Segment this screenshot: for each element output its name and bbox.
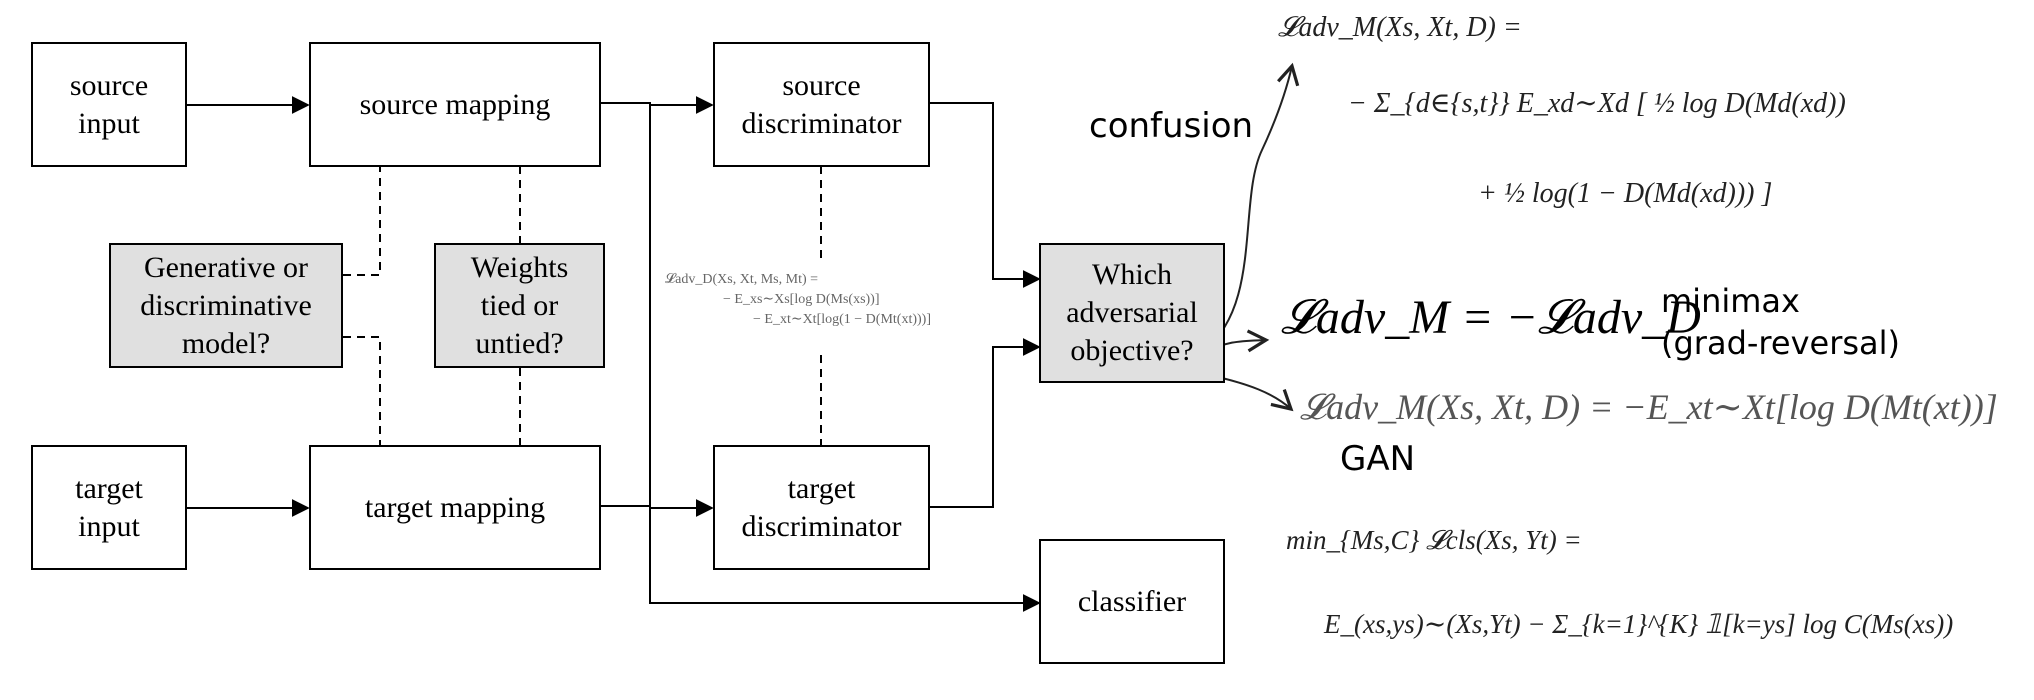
weights-question-label: Weights tied or untied? xyxy=(470,250,569,360)
minimax-loss-formula: 𝓛adv_M = −𝓛adv_D xyxy=(1281,291,1701,344)
gan-label: GAN xyxy=(1340,439,1416,479)
target-mapping-box: target mapping xyxy=(309,445,601,570)
source-input-box: source input xyxy=(31,42,187,167)
confusion-loss-line-2: − Σ_{d∈{s,t}} E_xd∼Xd [ ½ log D(Md(xd)) xyxy=(1348,88,1846,119)
which-objective-label: Which adversarial objective? xyxy=(1066,258,1198,367)
dash-generative-to-source-mapping xyxy=(343,166,381,276)
generative-question-label: Generative or discriminative model? xyxy=(140,250,312,360)
target-discriminator-box: target discriminator xyxy=(713,445,930,570)
arrow-source-mapping-to-classifier xyxy=(649,103,1041,612)
source-mapping-label: source mapping xyxy=(359,87,551,121)
confusion-loss-formula: 𝓛adv_M(Xs, Xt, D) = − Σ_{d∈{s,t}} E_xd∼X… xyxy=(1278,8,1846,214)
classifier-label: classifier xyxy=(1077,584,1187,618)
which-objective-box: Which adversarial objective? xyxy=(1039,243,1225,383)
handdrawn-arrow-to-gan xyxy=(1221,377,1294,412)
arrow-target-mapping-to-discriminator xyxy=(601,499,714,517)
disc-loss-formula: 𝓛adv_D(Xs, Xt, Ms, Mt) = − E_xs∼Xs[log D… xyxy=(665,270,931,330)
confusion-loss-line-3: + ½ log(1 − D(Md(xd))) ] xyxy=(1478,178,1773,209)
confusion-label: confusion xyxy=(1089,106,1254,146)
cls-loss-line-2: E_(xs,ys)∼(Xs,Yt) − Σ_{k=1}^{K} 𝟙[k=ys] … xyxy=(1324,609,1954,639)
disc-loss-line-3: − E_xt∼Xt[log(1 − D(Mt(xt)))] xyxy=(753,312,931,327)
source-mapping-box: source mapping xyxy=(309,42,601,167)
minimax-label: minimax (grad-reversal) xyxy=(1661,282,1900,362)
classifier-box: classifier xyxy=(1039,539,1225,664)
source-discriminator-box: source discriminator xyxy=(713,42,930,167)
disc-loss-line-2: − E_xs∼Xs[log D(Ms(xs))] xyxy=(723,292,880,307)
generative-question-box: Generative or discriminative model? xyxy=(109,243,343,368)
target-discriminator-label: target discriminator xyxy=(741,471,902,543)
disc-loss-line-1: 𝓛adv_D(Xs, Xt, Ms, Mt) = xyxy=(665,272,819,287)
arrow-source-mapping-to-discriminator xyxy=(601,96,714,114)
target-input-box: target input xyxy=(31,445,187,570)
cls-loss-formula: min_{Ms,C} 𝓛cls(Xs, Yt) = E_(xs,ys)∼(Xs,… xyxy=(1286,520,1953,644)
weights-question-box: Weights tied or untied? xyxy=(434,243,605,368)
arrow-target-disc-to-objective xyxy=(930,338,1041,508)
arrow-source-disc-to-objective xyxy=(930,102,1041,288)
cls-loss-line-1: min_{Ms,C} 𝓛cls(Xs, Yt) = xyxy=(1286,525,1582,555)
confusion-loss-line-1: 𝓛adv_M(Xs, Xt, D) = xyxy=(1278,12,1522,43)
handdrawn-arrow-to-confusion xyxy=(1203,62,1300,351)
target-mapping-label: target mapping xyxy=(364,490,546,524)
dash-generative-to-target-mapping xyxy=(343,336,381,445)
target-input-label: target input xyxy=(75,471,143,543)
source-input-label: source input xyxy=(69,68,149,140)
source-discriminator-label: source discriminator xyxy=(741,68,902,140)
gan-loss-formula: 𝓛adv_M(Xs, Xt, D) = −E_xt∼Xt[log D(Mt(xt… xyxy=(1300,387,1998,427)
